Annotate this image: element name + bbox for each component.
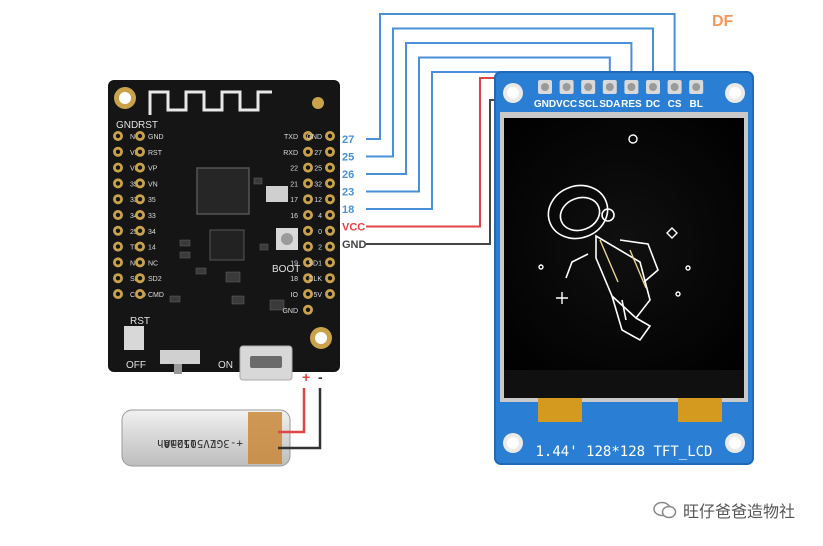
header-pin-label: 32 [314, 181, 322, 188]
on-label: ON [218, 360, 233, 371]
header-pin-label: 21 [290, 181, 298, 188]
battery-spec-line2: - GL 501230 [164, 437, 237, 450]
header-pin-label: CLK [308, 276, 322, 283]
battery-minus-label: - [318, 369, 323, 385]
rst-label: RST [130, 316, 150, 327]
crystal [266, 186, 288, 202]
lcd-pin-label-scl: SCL [578, 99, 598, 110]
header-pin-label: VN [130, 166, 140, 173]
lcd-pin-label-gnd: GND [534, 99, 556, 110]
esp32-chip [196, 167, 250, 215]
header-pin-label: NC [130, 260, 140, 267]
wifi-antenna [148, 90, 272, 115]
wire-label: VCC [342, 222, 365, 234]
wire-25 [366, 27, 654, 158]
header-pin-label: 17 [290, 197, 298, 204]
wire-23 [366, 56, 611, 193]
header-pin-label: IO [291, 292, 299, 299]
header-pin-label: NC [130, 134, 140, 141]
header-pin-label: 5V [313, 292, 322, 299]
wechat-icon [653, 501, 677, 519]
lipo-battery: + 3.7V 150mAh - GL 501230 + - [121, 369, 323, 467]
header-pin-label: VP [130, 150, 140, 157]
watermark-text: 旺仔爸爸造物社 [682, 502, 795, 521]
header-pin-label: GND [148, 134, 164, 141]
watermark: 旺仔爸爸造物社 [653, 498, 795, 522]
ufl-connector [312, 97, 324, 109]
header-pin-label: 34 [130, 213, 138, 220]
header-pin-label: 5 [294, 229, 298, 236]
boot-label: BOOT [272, 264, 300, 275]
battery-protection-board [248, 412, 282, 464]
header-pin-label: 35 [130, 181, 138, 188]
header-pin-label: TXD [284, 134, 298, 141]
wire-26 [366, 42, 633, 175]
header-pin-label: 27 [314, 150, 322, 157]
header-pin-label: 0 [318, 229, 322, 236]
wire-label: 18 [342, 204, 354, 216]
flash-chip [209, 229, 245, 261]
header-pin-label: 33 [130, 197, 138, 204]
flex-cable [678, 398, 722, 422]
power-switch[interactable] [160, 350, 200, 364]
header-pin-label: 4 [318, 213, 322, 220]
off-label: OFF [126, 360, 146, 371]
battery-red-wire [278, 388, 306, 434]
header-pin-label: 33 [148, 213, 156, 220]
header-pin-label: VN [148, 181, 158, 188]
wire-label: 25 [342, 152, 354, 164]
lcd-screen [504, 118, 744, 370]
astronaut-illustration [547, 184, 659, 342]
battery-plus-label: + [302, 369, 310, 385]
wire-27 [366, 13, 676, 140]
header-pin-label: 35 [148, 197, 156, 204]
lcd-pin-label-res: RES [621, 99, 642, 110]
esp32-board: GND RST BOOT RST ON OFF NCVPVN35333425TM… [108, 80, 340, 381]
header-pin-label: 19 [290, 260, 298, 267]
header-pin-label: 34 [148, 229, 156, 236]
header-pin-label: 25 [130, 229, 138, 236]
header-pin-label: 22 [290, 166, 298, 173]
lcd-pin-label-sda: SDA [599, 99, 620, 110]
header-pin-label: GND [306, 134, 322, 141]
lcd-pin-label-vcc: VCC [556, 99, 577, 110]
wire-label: 27 [342, 134, 354, 146]
lcd-caption: 1.44' 128*128 TFT_LCD [535, 444, 712, 460]
header-pin-label: 12 [314, 197, 322, 204]
board-pcb [108, 80, 340, 372]
header-pin-label: RST [148, 150, 163, 157]
header-pin-label: CMD [148, 292, 164, 299]
wire-label: GND [342, 239, 367, 251]
df-logo: DF [712, 13, 734, 30]
lcd-pin-label-dc: DC [646, 99, 660, 110]
header-pin-label: SD2 [148, 276, 162, 283]
stars [538, 134, 691, 304]
lcd-pin-label-bl: BL [690, 99, 703, 110]
wire-label: 26 [342, 169, 354, 181]
header-pin-label: 18 [290, 276, 298, 283]
flex-cable [538, 398, 582, 422]
header-pin-label: GND [282, 308, 298, 315]
header-pin-label: VP [148, 166, 158, 173]
rst-button[interactable] [124, 326, 144, 350]
header-pin-label: NC [148, 260, 158, 267]
board-top-label: GND [116, 120, 138, 131]
header-pin-label: 16 [290, 213, 298, 220]
board-top-label: RST [138, 120, 158, 131]
battery-spec-line1: + 3.7V 150mAh [157, 437, 243, 450]
header-pin-label: 14 [148, 245, 156, 252]
header-pin-label: RXD [283, 150, 298, 157]
wire-label: 23 [342, 187, 354, 199]
battery-black-wire [278, 388, 322, 450]
lcd-pin-label-cs: CS [668, 99, 682, 110]
header-pin-label: 2 [318, 245, 322, 252]
header-pin-label: 25 [314, 166, 322, 173]
header-pin-label: SD1 [308, 260, 322, 267]
header-pin-label: 23 [290, 245, 298, 252]
